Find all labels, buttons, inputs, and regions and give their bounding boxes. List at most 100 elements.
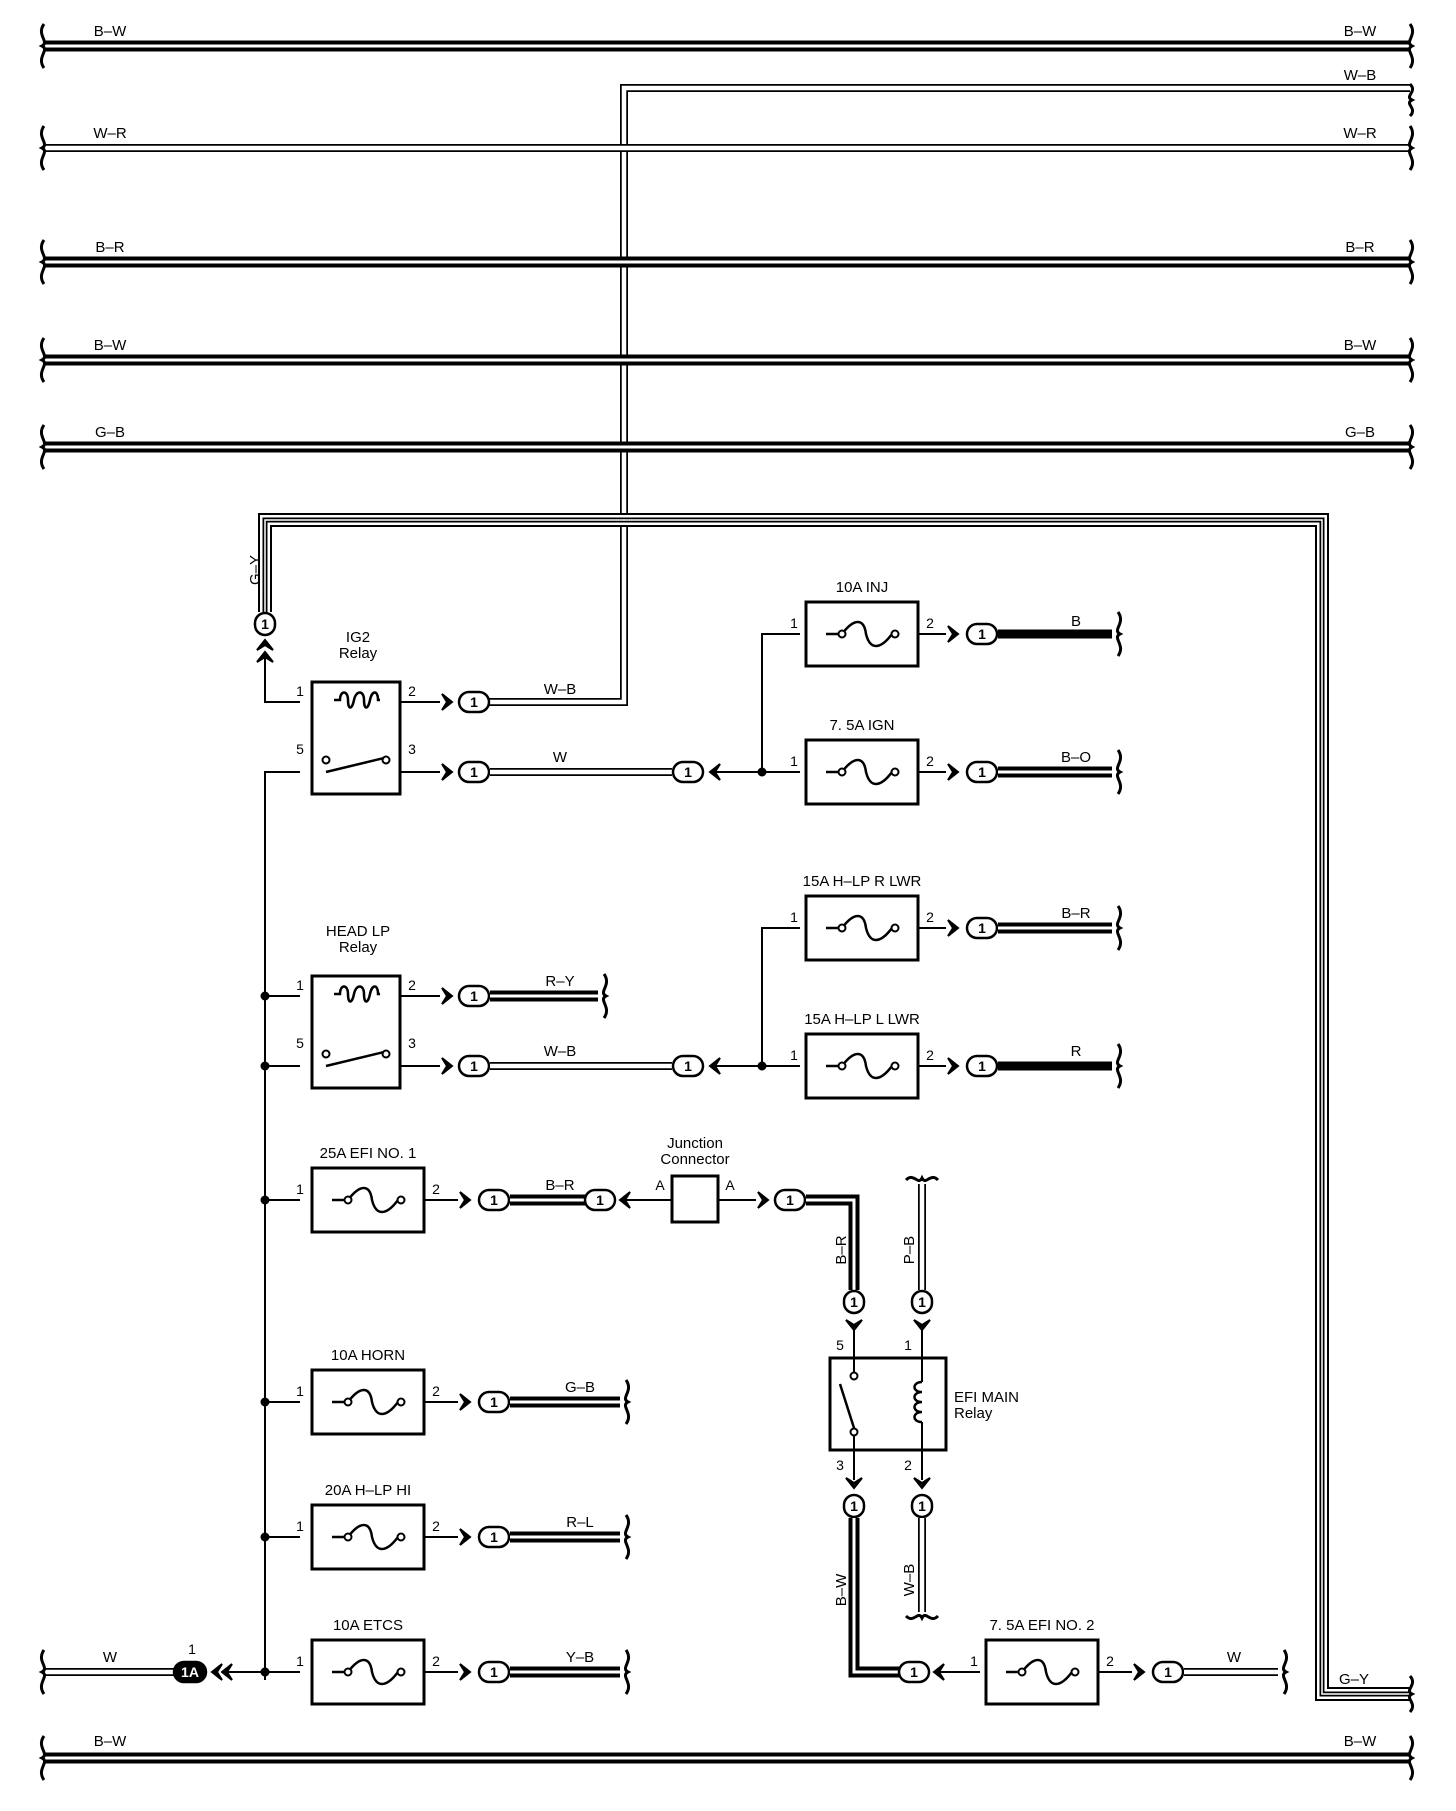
wire-label: R–L	[566, 1514, 594, 1531]
bus-label-right: B–W	[1344, 23, 1377, 40]
wire-break-icon	[904, 1614, 940, 1622]
connector: 1	[1151, 1660, 1185, 1684]
pin-label: A	[655, 1177, 665, 1193]
arrow-icon	[947, 625, 960, 643]
wire-break-icon	[38, 239, 47, 285]
pin-label: 1	[296, 1181, 304, 1197]
wire-break-icon	[1115, 1043, 1124, 1089]
wire-label: B–R	[833, 1235, 850, 1264]
head-lp-outputs: 1R–Y1W–B1	[260, 927, 800, 1078]
arrow-icon	[441, 987, 454, 1005]
efi-main-outputs: B–W1W–B	[833, 1518, 980, 1684]
wire-label-g-y-right: G–Y	[1339, 1671, 1369, 1688]
wire-label: W	[1227, 1649, 1242, 1666]
connector-pin-label: 1	[490, 1192, 498, 1208]
bus-label-left: B–R	[95, 239, 124, 256]
pin-label: 1	[296, 683, 304, 699]
connector-pin-label: 1	[786, 1192, 794, 1208]
pin-label: 3	[408, 741, 416, 757]
wire-label-g-y: G–Y	[247, 555, 264, 585]
wire-break-icon	[1407, 1735, 1416, 1781]
fuse-label: 7. 5A EFI NO. 2	[989, 1617, 1094, 1634]
fuse-element-icon	[332, 1523, 399, 1551]
connector-pin-label: 1	[978, 1058, 986, 1074]
connector-pin-label: 1	[470, 694, 478, 710]
wire-label: B–R	[545, 1177, 574, 1194]
connector: 1	[457, 760, 491, 784]
fuse-label: 10A INJ	[836, 579, 889, 596]
arrow-icon	[441, 693, 454, 711]
arrow-icon	[210, 1663, 223, 1681]
wire-label: B–R	[1061, 905, 1090, 922]
wire-break-icon	[38, 23, 47, 69]
pin-label: 2	[904, 1457, 912, 1473]
connector: 1	[457, 1054, 491, 1078]
wire-label: R	[1071, 1043, 1082, 1060]
arrow-icon	[1133, 1663, 1146, 1681]
arrow-icon	[459, 1663, 472, 1681]
wire-label: W	[553, 749, 568, 766]
connector: 1A	[172, 1660, 208, 1684]
wire-break-icon	[601, 973, 610, 1019]
bus-label-left: B–W	[94, 337, 127, 354]
connector: 1	[253, 611, 277, 637]
arrow-icon	[947, 1057, 960, 1075]
fuse-element-icon	[332, 1388, 399, 1416]
wire-label: B–O	[1061, 749, 1091, 766]
wire	[761, 927, 800, 1066]
wire-break-icon	[38, 1735, 47, 1781]
bus-label-right: G–B	[1345, 424, 1375, 441]
fuse-element-icon	[826, 914, 893, 942]
connector: 1	[965, 760, 999, 784]
wire-break-icon	[38, 125, 47, 171]
pin-label: 1	[296, 1518, 304, 1534]
fuse-label: 10A HORN	[331, 1347, 405, 1364]
wire-break-icon	[1407, 23, 1416, 69]
pin-label: 3	[836, 1457, 844, 1473]
wire-break-icon	[38, 337, 47, 383]
pin-label: 2	[926, 909, 934, 925]
arrow-icon	[459, 1191, 472, 1209]
connector-pin-label: 1	[978, 920, 986, 936]
coil-icon	[913, 1380, 923, 1424]
arrow-icon	[220, 1663, 233, 1681]
connector-pin-label: 1	[978, 626, 986, 642]
pin-label: 1	[790, 1047, 798, 1063]
connector-pin-label: 1	[490, 1664, 498, 1680]
connector-pin-label: 1	[261, 616, 269, 632]
arrow-icon	[708, 1057, 721, 1075]
wire-break-icon	[1407, 337, 1416, 383]
pin-label: 5	[836, 1337, 844, 1353]
connector-pin-label: 1	[490, 1529, 498, 1545]
pin-label: 2	[926, 753, 934, 769]
connector: 1	[910, 1493, 934, 1519]
switch-contact-icon	[838, 1383, 856, 1429]
bus-label-right: W–B	[1344, 67, 1377, 84]
connector: 1	[477, 1390, 511, 1414]
wire-break-icon	[623, 1649, 632, 1695]
wire-break-icon	[38, 1649, 47, 1695]
pin-label: 2	[408, 683, 416, 699]
wire-label: B–W	[833, 1573, 850, 1606]
wire-label: Y–B	[566, 1649, 594, 1666]
wire-g-y	[258, 513, 1410, 1701]
pin-label: 1	[296, 1653, 304, 1669]
wire-label: R–Y	[545, 973, 574, 990]
connector: 1	[773, 1188, 807, 1212]
pin-label: A	[725, 1177, 735, 1193]
wire-break-icon	[623, 1514, 632, 1560]
bus-label-left: B–W	[94, 23, 127, 40]
arrow-icon	[932, 1663, 945, 1681]
pin-label: 1	[790, 909, 798, 925]
